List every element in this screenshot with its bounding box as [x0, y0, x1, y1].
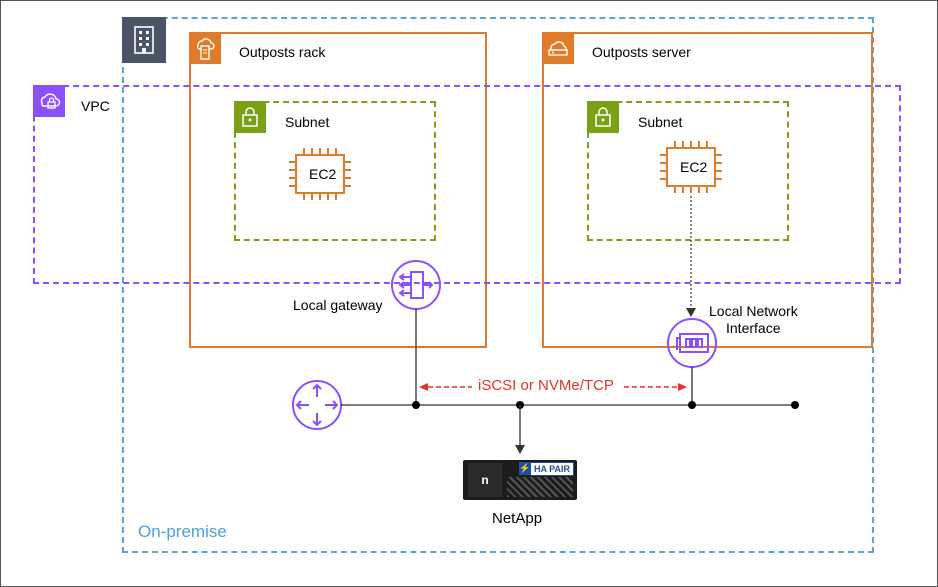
protocol-label: iSCSI or NVMe/TCP	[478, 377, 614, 394]
vpc-boundary	[33, 85, 901, 284]
local-network-interface-icon	[667, 318, 717, 368]
vpc-icon	[33, 85, 65, 117]
netapp-storage-icon: n ⚡ HA PAIR	[463, 460, 577, 500]
onprem-label: On-premise	[138, 522, 227, 541]
local-gateway-label: Local gateway	[293, 297, 383, 313]
rack-ec2-icon	[289, 148, 351, 200]
building-icon	[122, 17, 166, 63]
server-subnet-label: Subnet	[638, 114, 683, 130]
netapp-grill	[507, 477, 573, 497]
netapp-label: NetApp	[492, 510, 543, 527]
ha-pair-badge: HA PAIR	[530, 462, 574, 476]
outposts-server-icon	[542, 32, 574, 64]
lni-label-line2: Interface	[726, 320, 781, 336]
rack-ec2-label: EC2	[309, 166, 337, 182]
router-icon	[292, 380, 342, 430]
netapp-logo-icon: n	[468, 463, 502, 497]
server-ec2-icon	[660, 141, 722, 193]
bolt-icon: ⚡	[519, 462, 531, 475]
onprem-boundary	[122, 17, 874, 553]
local-gateway-icon	[391, 260, 441, 310]
server-subnet-box	[587, 101, 789, 241]
outposts-rack-box	[189, 32, 487, 348]
server-ec2-label: EC2	[680, 159, 708, 175]
rack-subnet-label: Subnet	[285, 114, 330, 130]
lni-label-line1: Local Network	[709, 303, 798, 319]
outposts-server-label: Outposts server	[592, 44, 691, 60]
rack-subnet-box	[234, 101, 436, 241]
vpc-label: VPC	[81, 98, 110, 114]
rack-subnet-lock-icon	[234, 101, 266, 133]
outposts-rack-label: Outposts rack	[239, 44, 326, 60]
outposts-rack-icon	[189, 32, 221, 64]
server-subnet-lock-icon	[587, 101, 619, 133]
